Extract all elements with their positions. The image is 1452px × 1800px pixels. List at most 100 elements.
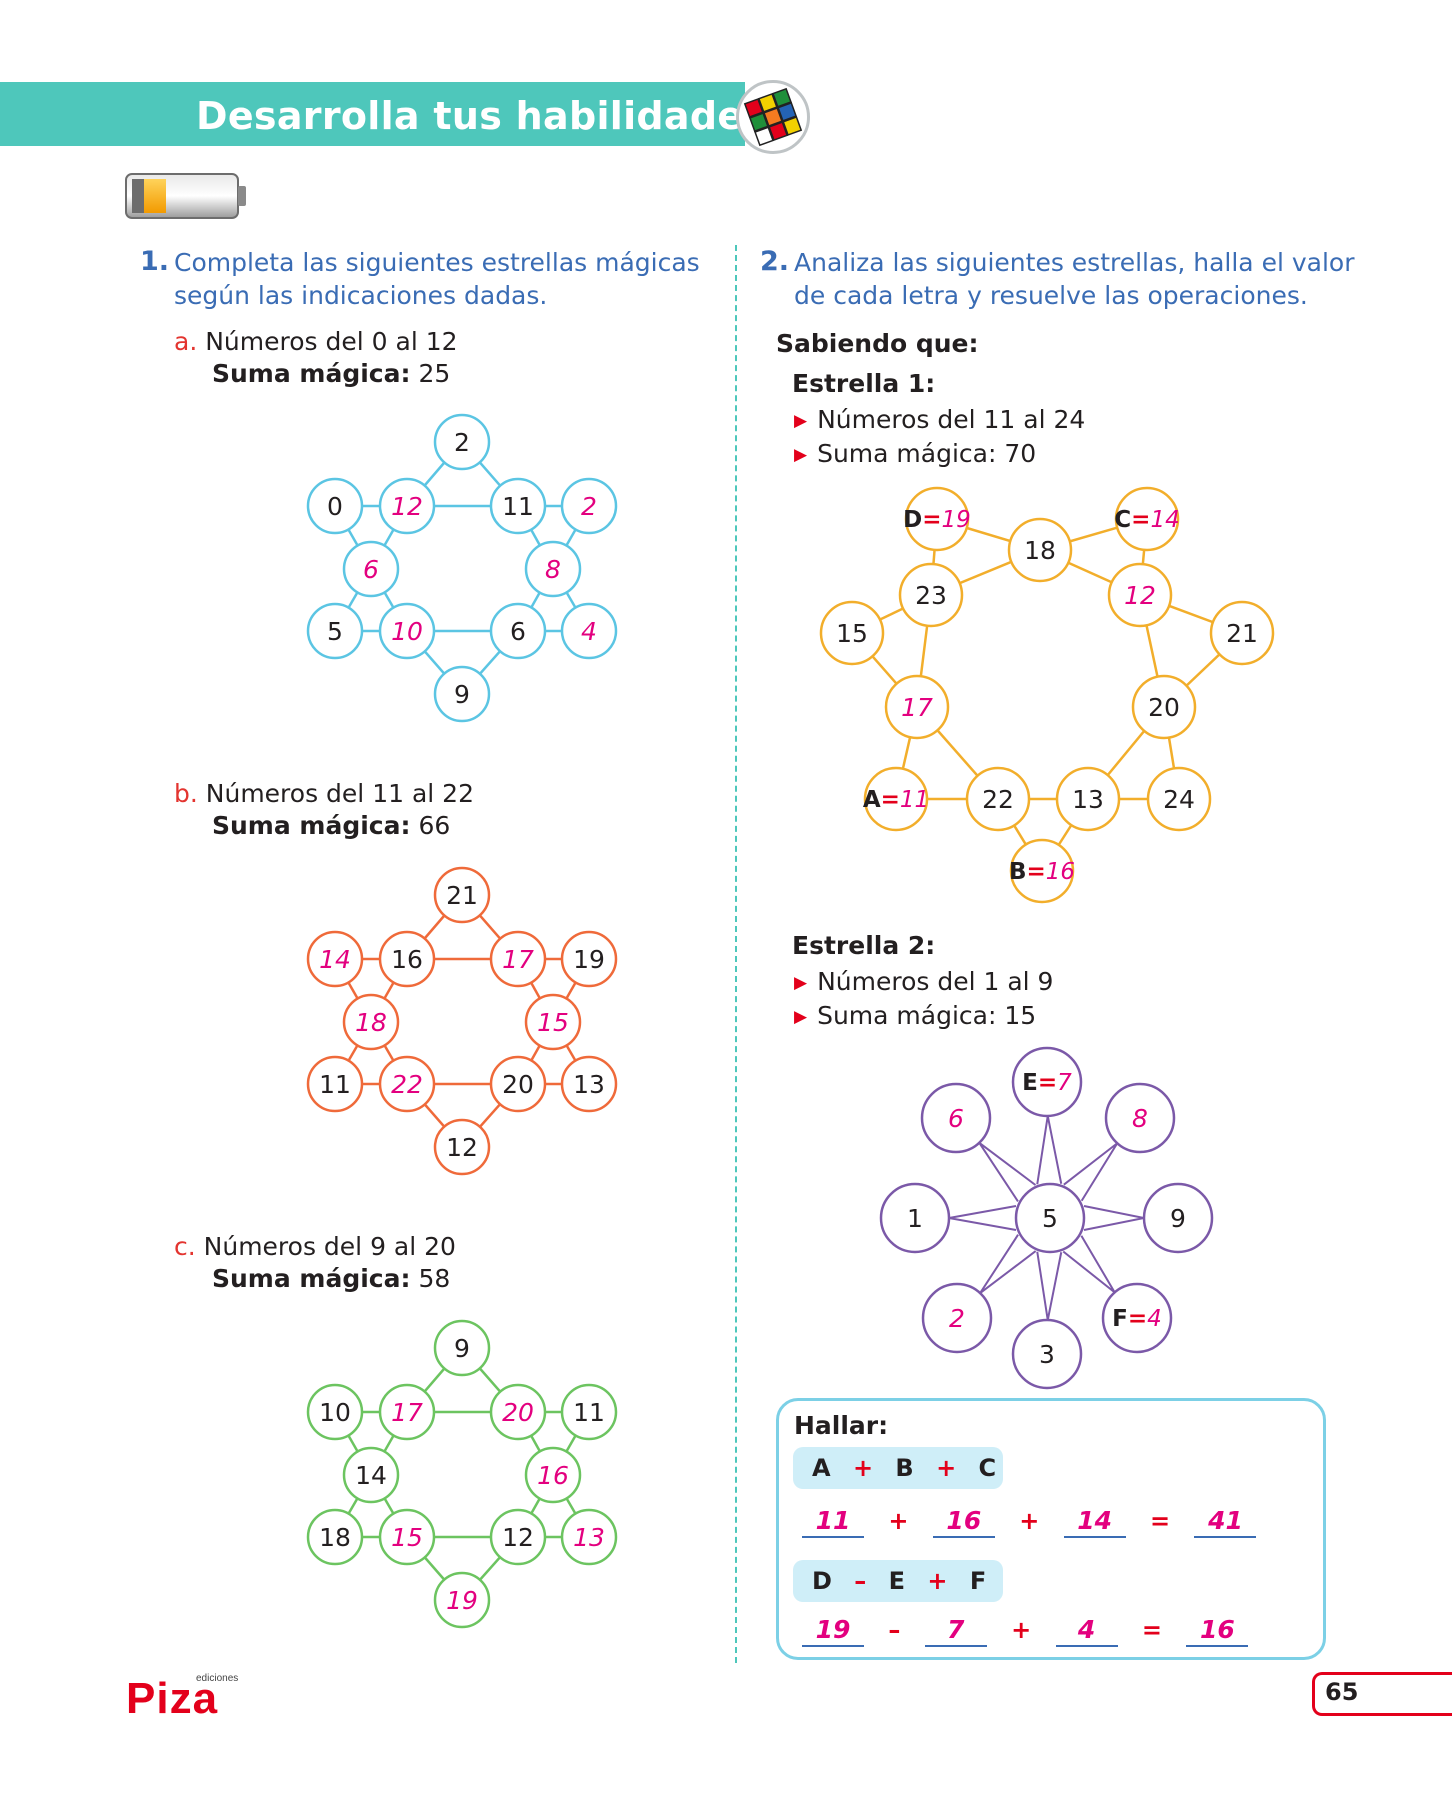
star-spoke (1036, 1251, 1063, 1321)
answer-blank[interactable]: 16 (932, 1506, 995, 1538)
star-node-value[interactable]: 19 (446, 1586, 478, 1615)
star-node-value[interactable]: 6 (510, 617, 526, 646)
star-node-value[interactable]: 2 (454, 428, 470, 457)
star-node-value[interactable]: 5 (1042, 1204, 1058, 1233)
star-node-value[interactable]: 0 (327, 492, 343, 521)
battery-level-icon (124, 172, 248, 220)
star-node-value[interactable]: 11 (573, 1398, 605, 1427)
q1c-sum-label: Suma mágica: (212, 1264, 411, 1293)
star-node-value[interactable]: 8 (1132, 1104, 1148, 1133)
lettered-node[interactable]: F=4 (1112, 1306, 1162, 1332)
star-node-circle (378, 477, 436, 535)
star-node-circle (433, 665, 491, 723)
q1c-sum-line: Suma mágica: 58 (212, 1263, 450, 1295)
star-node-value[interactable]: 2 (949, 1304, 965, 1333)
star-node-circle (524, 540, 582, 598)
q1b-sum-label: Suma mágica: (212, 811, 411, 840)
star-node-circle (1114, 486, 1180, 552)
star-node-circle (1142, 1182, 1214, 1254)
star-node-value[interactable]: 6 (948, 1104, 964, 1133)
answer-blank[interactable]: 14 (1063, 1506, 1126, 1538)
star-node-value[interactable]: 17 (391, 1398, 423, 1427)
star-node-value[interactable]: 21 (1226, 619, 1258, 648)
star-node-value[interactable]: 17 (901, 693, 933, 722)
star-node-value[interactable]: 9 (1170, 1204, 1186, 1233)
star-node-value[interactable]: 18 (1024, 536, 1056, 565)
star-node-value[interactable]: 13 (573, 1070, 605, 1099)
star-node-value[interactable]: 14 (319, 945, 351, 974)
q1c-letter: c. (174, 1232, 196, 1261)
star-node-value[interactable]: 18 (319, 1523, 351, 1552)
star-node-circle (378, 1383, 436, 1441)
star-node-value[interactable]: 12 (446, 1133, 478, 1162)
star-node-value[interactable]: 22 (391, 1070, 423, 1099)
answer-row-2: 19 – 7 + 4 = 16 (802, 1615, 1249, 1647)
answer-blank[interactable]: 11 (802, 1506, 864, 1538)
star-node-value[interactable]: 8 (545, 555, 561, 584)
star-node-value[interactable]: 20 (502, 1398, 534, 1427)
star-node-value[interactable]: 12 (391, 492, 423, 521)
star-node-value[interactable]: 11 (319, 1070, 351, 1099)
star2-range-item: ▶Números del 1 al 9 (794, 967, 1054, 996)
star-node-value[interactable]: 6 (363, 555, 379, 584)
star-node-circle (1107, 562, 1173, 628)
star-node-value[interactable]: 15 (836, 619, 868, 648)
answer-blank[interactable]: 7 (924, 1615, 987, 1647)
star-node-value[interactable]: 1 (907, 1204, 923, 1233)
star-node-circle (489, 1383, 547, 1441)
q2-number: 2. (760, 246, 790, 277)
star-node-value[interactable]: 15 (537, 1008, 569, 1037)
star-node-value[interactable]: 16 (391, 945, 423, 974)
star-node-value[interactable]: 20 (502, 1070, 534, 1099)
star-node-value[interactable]: 22 (982, 785, 1014, 814)
star-spoke (948, 1205, 1017, 1231)
lettered-node[interactable]: B=16 (1009, 859, 1075, 885)
star-node-value[interactable]: 23 (915, 581, 947, 610)
q1a-sum-line: Suma mágica: 25 (212, 358, 450, 390)
star-node-value[interactable]: 3 (1039, 1340, 1055, 1369)
star-node-value[interactable]: 15 (391, 1523, 423, 1552)
column-divider (735, 245, 737, 1663)
bullet-icon: ▶ (794, 445, 808, 465)
star-node-value[interactable]: 18 (355, 1008, 387, 1037)
star-node-circle (819, 600, 885, 666)
star-node-value[interactable]: 20 (1148, 693, 1180, 722)
star-node-value[interactable]: 16 (537, 1461, 569, 1490)
star-node-circle (433, 1118, 491, 1176)
answer-blank[interactable]: 16 (1186, 1615, 1249, 1647)
bullet-icon: ▶ (794, 1007, 808, 1027)
star-node-value[interactable]: 12 (1124, 581, 1156, 610)
lettered-node[interactable]: A=11 (863, 787, 929, 813)
star-node-value[interactable]: 21 (446, 881, 478, 910)
answer-blank[interactable]: 19 (802, 1615, 864, 1647)
star-node-value[interactable]: 24 (1163, 785, 1195, 814)
star-node-value[interactable]: 9 (454, 680, 470, 709)
star-node-value[interactable]: 10 (391, 617, 423, 646)
star-node-circle (306, 930, 364, 988)
star-node-value[interactable]: 19 (573, 945, 605, 974)
star-node-value[interactable]: 17 (502, 945, 534, 974)
star-node-value[interactable]: 11 (502, 492, 534, 521)
lettered-node[interactable]: E=7 (1022, 1070, 1072, 1096)
answer-blank[interactable]: 4 (1055, 1615, 1118, 1647)
star-node-value[interactable]: 12 (502, 1523, 534, 1552)
star-node-circle (560, 1508, 618, 1566)
lettered-node[interactable]: C=14 (1114, 507, 1179, 533)
q1b-range-line: b. Números del 11 al 22 (174, 778, 474, 810)
star-node-circle (560, 477, 618, 535)
operation-2: D – E + F (812, 1567, 987, 1595)
star1-title: Estrella 1: (792, 369, 936, 398)
star-node-value[interactable]: 14 (355, 1461, 387, 1490)
star-node-value[interactable]: 4 (581, 617, 597, 646)
lettered-node[interactable]: D=19 (903, 507, 971, 533)
star-node-value[interactable]: 5 (327, 617, 343, 646)
star-node-circle (1011, 1318, 1083, 1390)
q1-number: 1. (140, 246, 170, 277)
star-node-value[interactable]: 2 (581, 492, 597, 521)
answer-blank[interactable]: 41 (1194, 1506, 1257, 1538)
star-node-value[interactable]: 13 (1072, 785, 1104, 814)
star-node-value[interactable]: 10 (319, 1398, 351, 1427)
star-node-value[interactable]: 13 (573, 1523, 605, 1552)
star-node-value[interactable]: 9 (454, 1334, 470, 1363)
star-node-circle (433, 866, 491, 924)
